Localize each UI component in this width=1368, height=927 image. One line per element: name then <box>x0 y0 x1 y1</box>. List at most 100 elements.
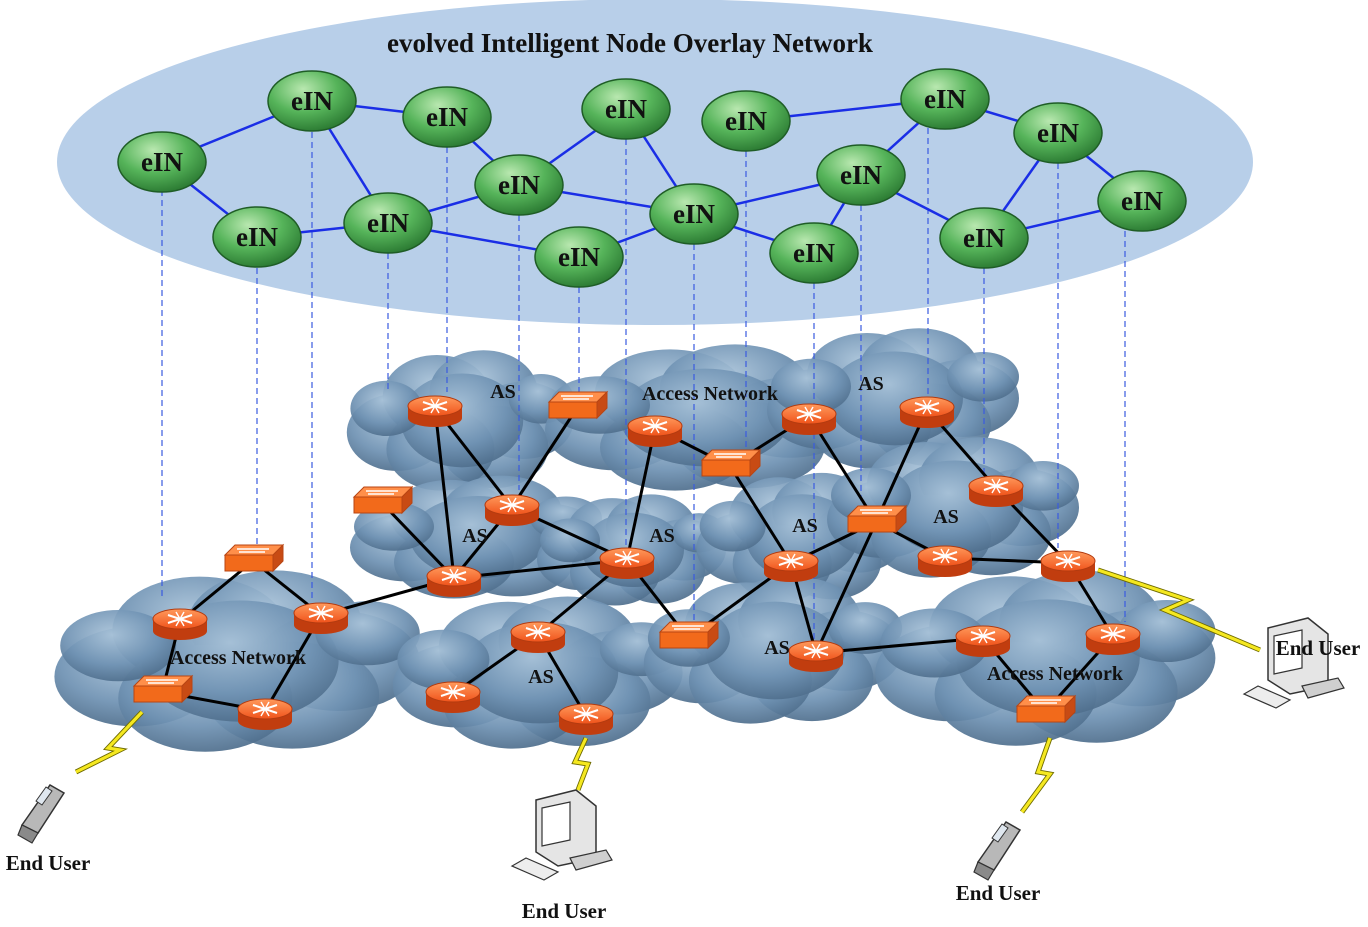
wireless-bolt <box>1097 568 1261 652</box>
ein-node: eIN <box>402 86 492 148</box>
ein-node: eIN <box>267 70 357 132</box>
router-icon <box>558 703 614 735</box>
router-icon <box>407 395 463 427</box>
ein-label: eIN <box>1037 118 1079 148</box>
wireless-links <box>74 567 1261 814</box>
end-user-label: End User <box>6 851 91 875</box>
router-icon <box>152 608 208 640</box>
switch-icon <box>1015 694 1077 724</box>
desktop-pc-icon <box>510 789 613 881</box>
mobile-phone-icon <box>973 821 1022 881</box>
ein-node: eIN <box>212 206 302 268</box>
ein-label: eIN <box>367 208 409 238</box>
as-label: AS <box>858 373 884 395</box>
network-devices <box>132 390 1141 735</box>
access-network-label: Access Network <box>642 383 779 405</box>
switch-icon <box>547 390 609 420</box>
as-label: AS <box>764 637 790 659</box>
mapping-lines <box>161 118 1126 640</box>
cloud-c9 <box>392 596 683 749</box>
as-label: AS <box>528 666 554 688</box>
access-network-label: Access Network <box>987 663 1124 685</box>
router-icon <box>627 415 683 447</box>
ein-node: eIN <box>769 222 859 284</box>
physical-link <box>510 407 579 508</box>
ein-node: eIN <box>534 226 624 288</box>
as-label: AS <box>792 515 818 537</box>
switch-icon <box>846 504 908 534</box>
physical-link <box>874 408 929 523</box>
physical-link <box>433 407 456 579</box>
ein-node: eIN <box>117 131 207 193</box>
physical-link <box>814 521 878 654</box>
ein-label: eIN <box>924 84 966 114</box>
switch-icon <box>658 620 720 650</box>
mobile-phone-icon <box>17 784 66 844</box>
ein-label: eIN <box>840 160 882 190</box>
router-icon <box>968 475 1024 507</box>
ein-label: eIN <box>725 106 767 136</box>
ein-label: eIN <box>426 102 468 132</box>
end-user-label: End User <box>956 881 1041 905</box>
ein-node: eIN <box>581 78 671 140</box>
ein-node: eIN <box>343 192 433 254</box>
region-clouds <box>54 328 1216 752</box>
ein-node: eIN <box>816 144 906 206</box>
switch-icon <box>223 543 285 573</box>
ein-node: eIN <box>649 183 739 245</box>
router-icon <box>484 494 540 526</box>
ein-node: eIN <box>1097 170 1187 232</box>
router-icon <box>1085 623 1141 655</box>
physical-link <box>380 501 456 580</box>
physical-link <box>815 636 984 655</box>
router-icon <box>237 698 293 730</box>
as-label: AS <box>649 525 675 547</box>
as-label: AS <box>490 381 516 403</box>
router-icon <box>426 565 482 597</box>
switch-icon <box>352 485 414 515</box>
ein-node: eIN <box>474 154 564 216</box>
switch-icon <box>700 448 762 478</box>
ein-nodes: eIN eIN eIN eIN eIN eIN eIN eIN eIN eIN eIN eIN eIN e… <box>117 68 1187 288</box>
ein-label: eIN <box>498 170 540 200</box>
ein-node: eIN <box>1013 102 1103 164</box>
router-icon <box>917 545 973 577</box>
ein-label: eIN <box>558 242 600 272</box>
ein-node: eIN <box>900 68 990 130</box>
end-user-label: End User <box>1276 636 1361 660</box>
router-icon <box>781 403 837 435</box>
diagram-title: evolved Intelligent Node Overlay Network <box>387 28 873 58</box>
ein-label: eIN <box>963 223 1005 253</box>
wireless-bolt <box>1020 737 1053 813</box>
wireless-bolt <box>75 710 144 774</box>
router-icon <box>425 681 481 713</box>
ein-node: eIN <box>939 207 1029 269</box>
end-user-label: End User <box>522 899 607 923</box>
router-icon <box>899 396 955 428</box>
ein-label: eIN <box>236 222 278 252</box>
router-icon <box>955 625 1011 657</box>
as-label: AS <box>933 506 959 528</box>
router-icon <box>1040 550 1096 582</box>
router-icon <box>788 640 844 672</box>
ein-label: eIN <box>605 94 647 124</box>
ein-label: eIN <box>291 86 333 116</box>
wireless-bolt <box>572 737 591 791</box>
ein-label: eIN <box>141 147 183 177</box>
physical-link <box>728 465 793 564</box>
ein-label: eIN <box>793 238 835 268</box>
router-icon <box>599 547 655 579</box>
ein-label: eIN <box>1121 186 1163 216</box>
as-label: AS <box>462 525 488 547</box>
router-icon <box>763 550 819 582</box>
switch-icon <box>132 674 194 704</box>
physical-link <box>625 427 657 561</box>
ein-label: eIN <box>673 199 715 229</box>
physical-link <box>453 558 628 580</box>
ein-node: eIN <box>701 90 791 152</box>
desktop-pc-icon <box>1242 617 1345 709</box>
access-network-label: Access Network <box>170 647 307 669</box>
